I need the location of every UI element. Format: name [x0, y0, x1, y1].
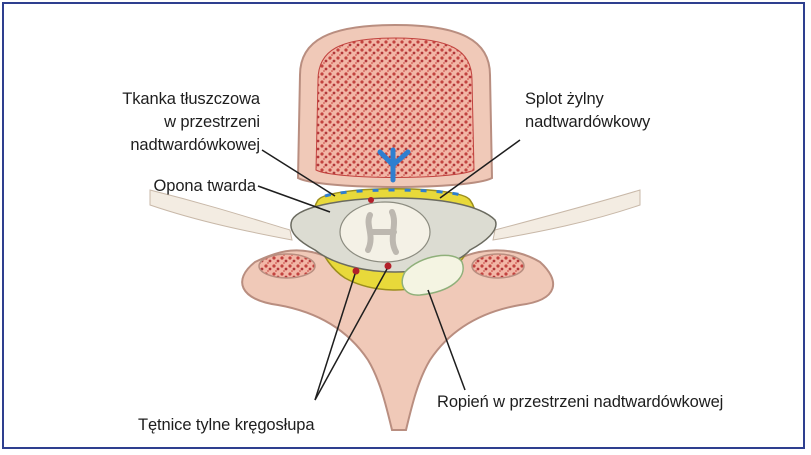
posterior-artery-left: [353, 268, 360, 275]
label-dura-mater: Opona twarda: [100, 176, 256, 197]
label-fat-line-3: nadtwardówkowej: [100, 135, 260, 156]
label-venous-line-2: nadtwardówkowy: [525, 112, 650, 133]
label-abscess: Ropień w przestrzeni nadtwardówkowej: [437, 392, 723, 413]
label-venous-line-1: Splot żylny: [525, 89, 604, 110]
facet-right: [472, 254, 524, 278]
posterior-artery-right: [385, 263, 392, 270]
label-fat-line-2: w przestrzeni: [100, 112, 260, 133]
transverse-process-left: [150, 190, 292, 240]
anterior-artery: [368, 197, 374, 203]
transverse-process-right: [493, 190, 640, 240]
facet-left: [259, 254, 315, 278]
label-fat-line-1: Tkanka tłuszczowa: [100, 89, 260, 110]
label-posterior-arteries: Tętnice tylne kręgosłupa: [138, 415, 314, 436]
